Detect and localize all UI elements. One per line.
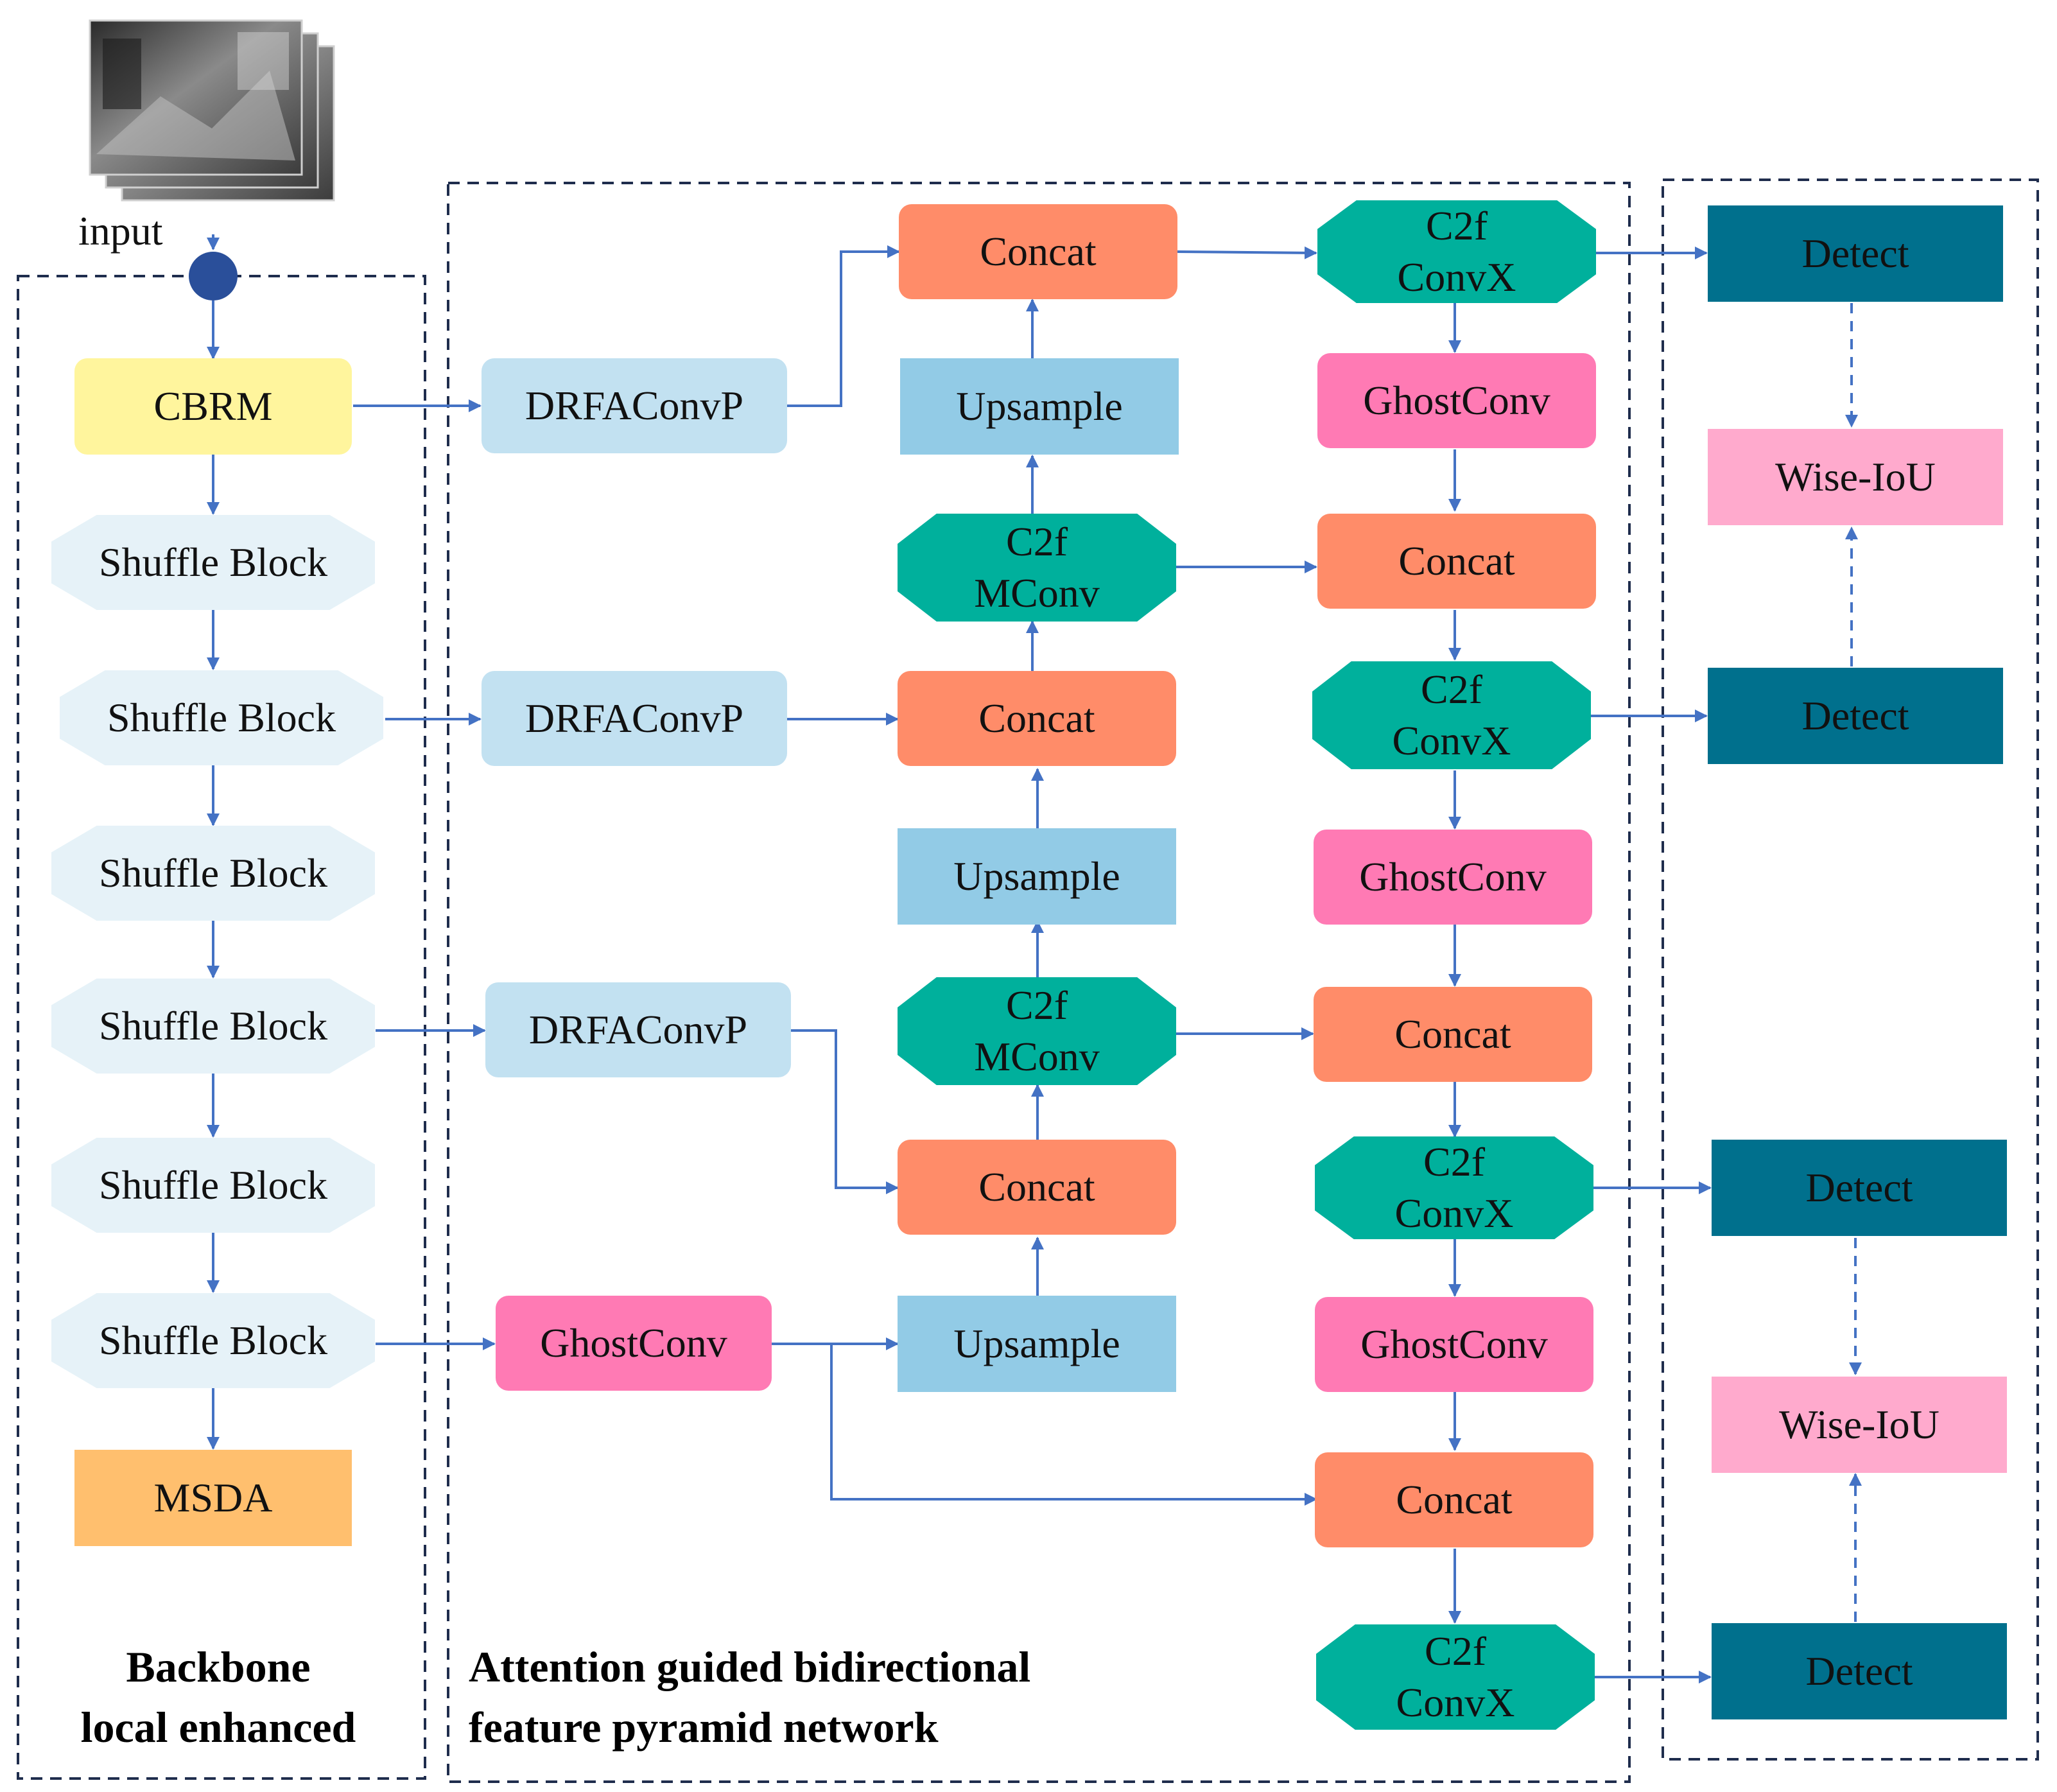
- arrow-concat-top-to-c2fx1: [1177, 246, 1317, 259]
- wise-iou-2: Wise-IoU: [1712, 1377, 2007, 1473]
- ghostconv-1: GhostConv: [1317, 353, 1596, 448]
- shuffle-block-4: Shuffle Block: [51, 979, 375, 1074]
- detect-1: Detect: [1708, 205, 2003, 302]
- upsample-3: Upsample: [898, 1296, 1176, 1392]
- c2f-convx-4-line2: ConvX: [1396, 1680, 1515, 1725]
- drfaconvp-2: DRFAConvP: [482, 671, 787, 766]
- detect-4: Detect: [1712, 1623, 2007, 1719]
- input-label: input: [78, 208, 163, 254]
- msda-block: MSDA: [74, 1450, 352, 1546]
- head-group-border: [1662, 178, 2039, 1761]
- c2f-convx-3-line1: C2f: [1423, 1139, 1485, 1185]
- c2f-mconv-1: C2f MConv: [898, 514, 1176, 622]
- backbone-title-line1: Backbone: [126, 1642, 311, 1691]
- detect-3: Detect: [1712, 1140, 2007, 1236]
- c2f-convx-3-line2: ConvX: [1394, 1190, 1514, 1236]
- input-image-stack: [89, 19, 335, 202]
- concat-bottom: Concat: [1315, 1452, 1593, 1547]
- ghostconv-3: GhostConv: [1315, 1297, 1593, 1392]
- drfaconvp-1: DRFAConvP: [482, 358, 787, 453]
- c2f-convx-4-line1: C2f: [1425, 1628, 1486, 1674]
- c2f-convx-1-line2: ConvX: [1397, 254, 1516, 300]
- concat-3: Concat: [898, 1140, 1176, 1235]
- upsample-2: Upsample: [898, 828, 1176, 925]
- ghostconv-neck: GhostConv: [496, 1296, 772, 1391]
- backbone-title-line2: local enhanced: [80, 1702, 356, 1752]
- shuffle-block-5: Shuffle Block: [51, 1138, 375, 1233]
- c2f-mconv-1-line1: C2f: [1006, 519, 1068, 564]
- wise-iou-1: Wise-IoU: [1708, 429, 2003, 525]
- c2f-convx-3: C2f ConvX: [1315, 1136, 1593, 1239]
- neck-title: Attention guided bidirectional feature p…: [469, 1637, 1239, 1758]
- c2f-mconv-2: C2f MConv: [898, 977, 1176, 1085]
- drfaconvp-3: DRFAConvP: [485, 982, 791, 1077]
- ghostconv-2: GhostConv: [1314, 830, 1592, 925]
- c2f-mconv-2-line2: MConv: [974, 1034, 1100, 1079]
- concat-2: Concat: [898, 671, 1176, 766]
- neck-title-line2: feature pyramid network: [469, 1702, 939, 1752]
- c2f-convx-4: C2f ConvX: [1316, 1624, 1595, 1730]
- arrow-drfa1-to-concat-top: [787, 245, 900, 407]
- input-node: [189, 252, 238, 300]
- shuffle-block-2: Shuffle Block: [60, 670, 383, 765]
- arrow-drfa3-to-concat3: [791, 1029, 899, 1194]
- backbone-title: Backbone local enhanced: [26, 1637, 411, 1758]
- shuffle-block-6: Shuffle Block: [51, 1293, 375, 1388]
- c2f-convx-1: C2f ConvX: [1317, 200, 1596, 303]
- c2f-mconv-2-line1: C2f: [1006, 982, 1068, 1028]
- c2f-convx-1-line1: C2f: [1426, 203, 1488, 248]
- shuffle-block-1: Shuffle Block: [51, 515, 375, 610]
- c2f-convx-2-line1: C2f: [1421, 666, 1482, 712]
- c2f-mconv-1-line2: MConv: [974, 570, 1100, 616]
- neck-title-line1: Attention guided bidirectional: [469, 1642, 1031, 1691]
- concat-top: Concat: [899, 204, 1177, 299]
- c2f-convx-2-line2: ConvX: [1392, 718, 1511, 763]
- detect-2: Detect: [1708, 668, 2003, 764]
- concat-5: Concat: [1314, 987, 1592, 1082]
- cbrm-block: CBRM: [74, 358, 352, 455]
- neck-group-border: [447, 182, 1631, 1783]
- shuffle-block-3: Shuffle Block: [51, 826, 375, 921]
- c2f-convx-2: C2f ConvX: [1312, 661, 1591, 769]
- concat-4: Concat: [1317, 514, 1596, 609]
- upsample-1: Upsample: [900, 358, 1179, 455]
- arrow-ghost-to-concat-bottom: [830, 1344, 1317, 1506]
